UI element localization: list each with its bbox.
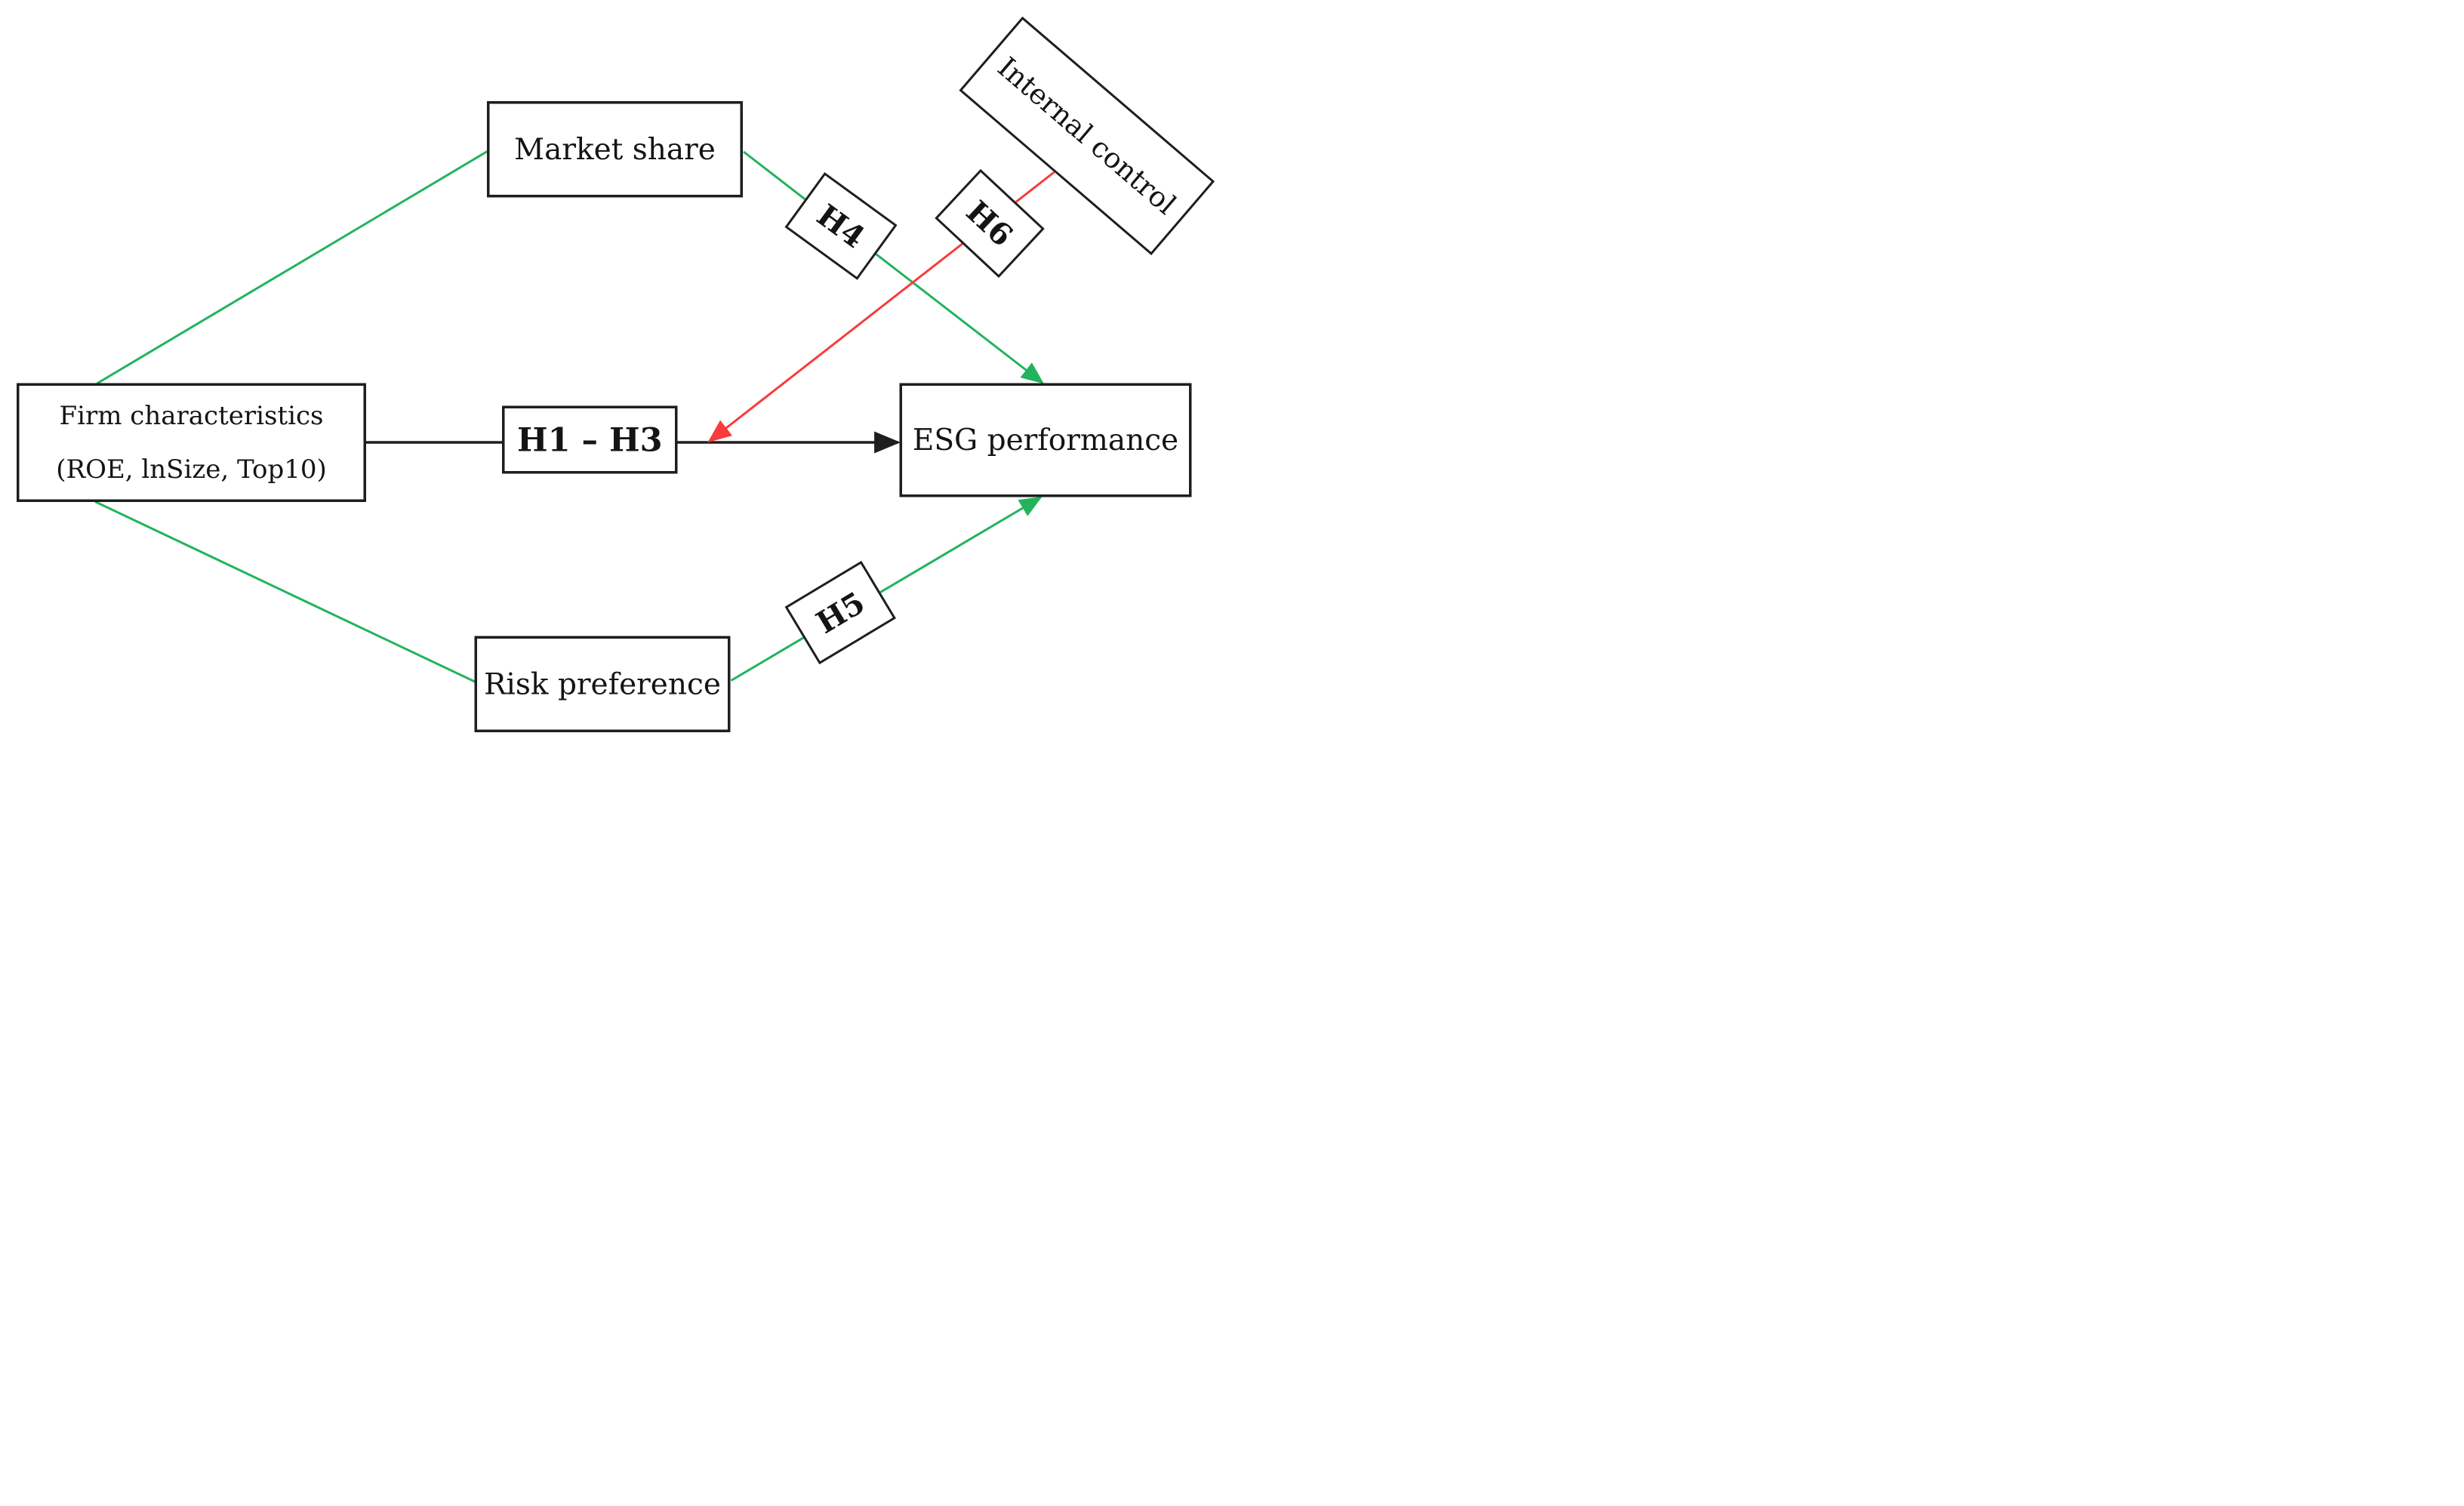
node-esg-performance: ESG performance <box>899 383 1192 497</box>
firm-label-line2: (ROE, lnSize, Top10) <box>56 454 327 485</box>
node-firm-characteristics: Firm characteristics (ROE, lnSize, Top10… <box>17 383 366 502</box>
label-h5-text: H5 <box>810 584 871 641</box>
node-market-share-label: Market share <box>514 132 716 167</box>
firm-label-line1: Firm characteristics <box>59 400 324 431</box>
figure-viewport: Market share Internal control Firm chara… <box>0 0 1232 753</box>
edge-risk-to-esg <box>730 496 1043 682</box>
node-risk-preference: Risk preference <box>474 636 731 732</box>
node-market-share: Market share <box>487 101 743 198</box>
node-esg-performance-label: ESG performance <box>912 423 1179 457</box>
node-h1-h3: H1 – H3 <box>502 405 678 474</box>
edge-market-to-esg <box>743 150 1044 384</box>
path-diagram: Market share Internal control Firm chara… <box>0 0 1232 753</box>
label-h4-text: H4 <box>810 197 872 255</box>
edge-firm-to-market <box>96 150 488 385</box>
label-h6-text: H6 <box>959 193 1021 254</box>
node-firm-characteristics-label: Firm characteristics (ROE, lnSize, Top10… <box>56 389 327 496</box>
node-h1-h3-label: H1 – H3 <box>516 420 663 459</box>
edge-firm-to-risk <box>94 500 476 683</box>
node-risk-preference-label: Risk preference <box>484 667 721 701</box>
